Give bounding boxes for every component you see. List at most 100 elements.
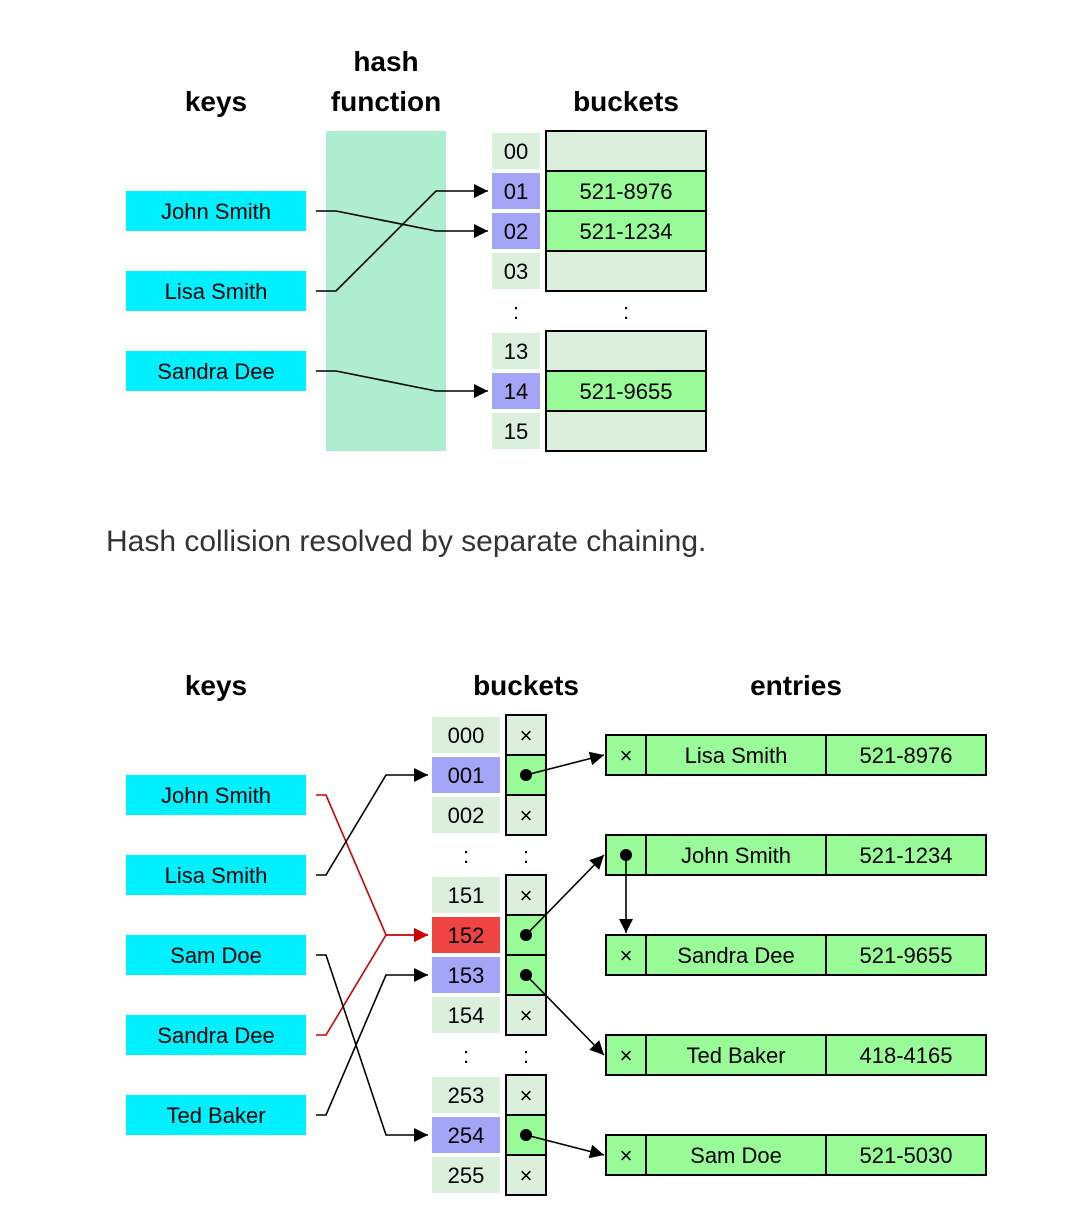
entry-name: Sam Doe xyxy=(690,1143,782,1168)
fig2-pointer-ellipsis: : xyxy=(523,843,529,868)
null-pointer-icon: × xyxy=(520,883,533,908)
null-pointer-icon: × xyxy=(620,943,633,968)
fig2-slot-index: 151 xyxy=(448,883,485,908)
fig1-bucket-value: 521-1234 xyxy=(580,219,673,244)
entry-phone: 521-8976 xyxy=(860,743,953,768)
fig2-pointer-cell xyxy=(505,1074,547,1116)
hash-function-band xyxy=(326,131,446,451)
entry-phone-cell xyxy=(825,734,987,776)
fig2-entries-header: entries xyxy=(750,670,842,701)
entry-next-cell xyxy=(605,1034,647,1076)
fig1-arrow-sandra-dee xyxy=(316,370,488,398)
null-pointer-icon: × xyxy=(520,1003,533,1028)
fig2-slot-index: 001 xyxy=(448,763,485,788)
fig2-arrow-lisa-smith xyxy=(316,768,428,876)
pointer-001-to-lisa-smith xyxy=(525,751,605,776)
fig2-slot-ellipsis: : xyxy=(463,1043,469,1068)
fig1-bucket-cell xyxy=(545,210,707,252)
fig1-slot-cell xyxy=(492,133,540,169)
fig1-slot-cell xyxy=(492,173,540,209)
entry-phone-cell xyxy=(825,834,987,876)
fig2-slot-index: 254 xyxy=(448,1123,485,1148)
fig2-slot-ellipsis: : xyxy=(463,843,469,868)
fig2-slot-index: 153 xyxy=(448,963,485,988)
fig1-hash-header-line1: hash xyxy=(353,46,418,77)
fig1-buckets-header: buckets xyxy=(573,86,679,117)
fig1-slot-index: 00 xyxy=(504,139,528,164)
fig2-slot-cell xyxy=(432,877,500,913)
fig2-key-label: Ted Baker xyxy=(166,1103,265,1128)
fig2-slot-index: 152 xyxy=(448,923,485,948)
fig2-pointer-cell xyxy=(505,994,547,1036)
fig2-buckets-header: buckets xyxy=(473,670,579,701)
entry-record: × Sandra Dee 521-9655 xyxy=(605,934,987,976)
fig2-slot-cell-collision xyxy=(432,917,500,953)
entry-phone: 418-4165 xyxy=(860,1043,953,1068)
entry-name-cell xyxy=(645,834,827,876)
fig2-arrow-sam-doe xyxy=(316,954,428,1142)
fig1-key-label: Sandra Dee xyxy=(157,359,274,384)
fig1-bucket-cell xyxy=(545,330,707,372)
null-pointer-icon: × xyxy=(520,1083,533,1108)
fig1-slot-index: 03 xyxy=(504,259,528,284)
null-pointer-icon: × xyxy=(520,1163,533,1188)
pointer-152-to-john-smith xyxy=(525,854,605,936)
fig2-key-box xyxy=(126,775,306,815)
fig1-slot-index: 02 xyxy=(504,219,528,244)
pointer-254-to-sam-doe xyxy=(525,1134,605,1159)
fig1-slot-index: 14 xyxy=(504,379,528,404)
fig2-slot-cell xyxy=(432,997,500,1033)
null-pointer-icon: × xyxy=(620,1043,633,1068)
null-pointer-icon: × xyxy=(520,803,533,828)
fig2-key-label: John Smith xyxy=(161,783,271,808)
fig1-bucket-cell xyxy=(545,170,707,212)
fig2-slot-cell xyxy=(432,1077,500,1113)
null-pointer-icon: × xyxy=(620,1143,633,1168)
fig2-pointer-cell xyxy=(505,1154,547,1196)
figure-caption: Hash collision resolved by separate chai… xyxy=(106,525,706,558)
entry-phone-cell xyxy=(825,1134,987,1176)
fig2-slot-cell xyxy=(432,1157,500,1193)
entry-phone-cell xyxy=(825,934,987,976)
fig2-pointer-cell xyxy=(505,794,547,836)
entry-record: × Lisa Smith 521-8976 xyxy=(605,734,987,776)
fig1-slot-cell xyxy=(492,213,540,249)
fig2-slot-index: 002 xyxy=(448,803,485,828)
fig2-slot-cell xyxy=(432,757,500,793)
entry-name: Sandra Dee xyxy=(677,943,794,968)
entry-name-cell xyxy=(645,1034,827,1076)
fig2-pointer-cell xyxy=(505,874,547,916)
fig2-key-box xyxy=(126,935,306,975)
fig1-key-box xyxy=(126,191,306,231)
fig2-slot-index: 154 xyxy=(448,1003,485,1028)
fig1-bucket-cell xyxy=(545,370,707,412)
fig2-slot-index: 255 xyxy=(448,1163,485,1188)
pointer-153-to-ted-baker xyxy=(525,974,605,1056)
entry-next-cell xyxy=(605,1134,647,1176)
fig1-slot-cell xyxy=(492,373,540,409)
entry-phone: 521-1234 xyxy=(860,843,953,868)
fig2-slot-cell xyxy=(432,797,500,833)
figure-2-separate-chaining: keys buckets entries John Smith Lisa Smi… xyxy=(126,670,987,1196)
fig2-pointer-cell xyxy=(505,714,547,756)
fig2-pointer-ellipsis: : xyxy=(523,1043,529,1068)
entry-name: John Smith xyxy=(681,843,791,868)
fig2-key-box xyxy=(126,855,306,895)
entry-name: Ted Baker xyxy=(686,1043,785,1068)
fig1-slot-cell xyxy=(492,333,540,369)
entry-name-cell xyxy=(645,734,827,776)
entry-next-cell xyxy=(605,734,647,776)
figure-1-hash-table: keys hash function buckets John Smith Li… xyxy=(126,46,707,452)
fig2-slot-cell xyxy=(432,957,500,993)
null-pointer-icon: × xyxy=(620,743,633,768)
fig2-slot-cell xyxy=(432,1117,500,1153)
entry-phone: 521-5030 xyxy=(860,1143,953,1168)
fig2-slot-index: 253 xyxy=(448,1083,485,1108)
fig1-bucket-ellipsis: : xyxy=(623,299,629,324)
entry-record: John Smith 521-1234 xyxy=(605,834,987,876)
fig2-arrow-ted-baker xyxy=(316,968,428,1116)
fig1-slot-ellipsis: : xyxy=(513,299,519,324)
entry-name: Lisa Smith xyxy=(685,743,788,768)
fig1-slot-cell xyxy=(492,253,540,289)
